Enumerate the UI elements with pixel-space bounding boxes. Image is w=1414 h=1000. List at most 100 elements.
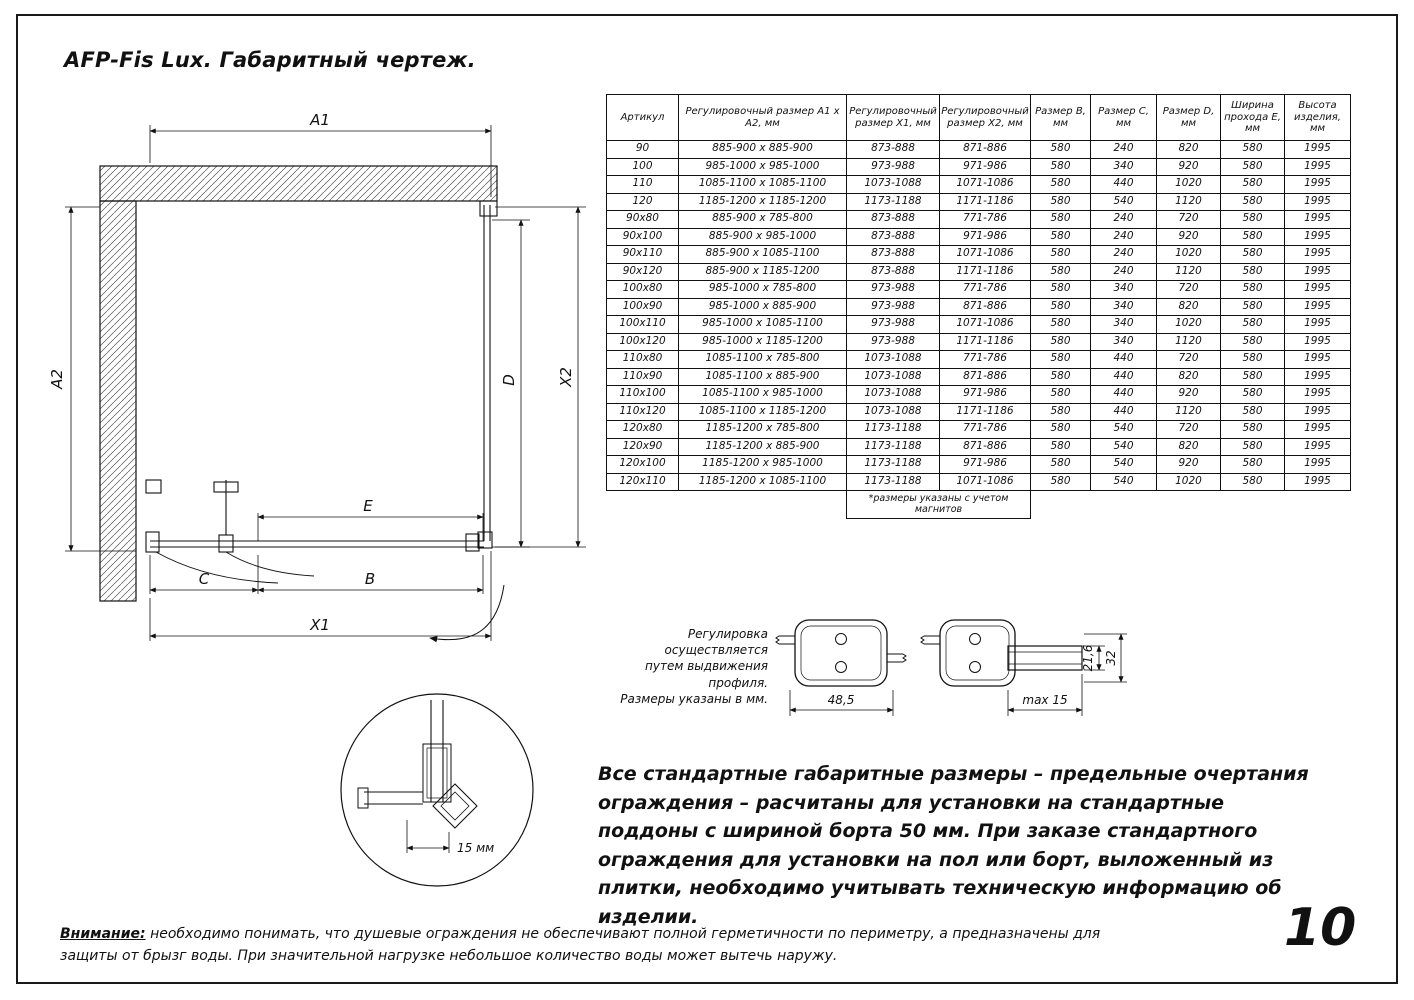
warning-note: Внимание: необходимо понимать, что душев… <box>60 924 1140 967</box>
table-cell: 100x90 <box>606 297 679 316</box>
table-cell: 580 <box>1220 315 1285 334</box>
table-cell: 1071-1086 <box>939 315 1031 334</box>
table-cell: 1073-1088 <box>846 402 940 421</box>
table-cell: 1995 <box>1284 140 1351 159</box>
table-cell: 110 <box>606 175 679 194</box>
table-cell: 580 <box>1030 437 1091 456</box>
table-cell: 440 <box>1090 350 1157 369</box>
table-cell: 985-1000 x 985-1000 <box>678 157 847 176</box>
table-cell: 90x80 <box>606 210 679 229</box>
table-cell: 580 <box>1030 297 1091 316</box>
table-cell: 340 <box>1090 280 1157 299</box>
dim-a2-label: A2 <box>48 369 66 390</box>
profile-section-a <box>775 619 907 687</box>
table-cell: 820 <box>1156 437 1221 456</box>
table-cell: 1073-1088 <box>846 350 940 369</box>
table-cell: 1995 <box>1284 472 1351 491</box>
table-cell: 1995 <box>1284 297 1351 316</box>
table-cell: 973-988 <box>846 315 940 334</box>
table-cell: 580 <box>1030 280 1091 299</box>
table-cell: 820 <box>1156 140 1221 159</box>
profile-width-label: 48,5 <box>828 693 855 707</box>
warning-label: Внимание: <box>60 926 146 942</box>
table-cell: 1995 <box>1284 455 1351 474</box>
table-cell: 1085-1100 x 985-1000 <box>678 385 847 404</box>
profile-depth-label: 21,6 <box>1081 644 1095 671</box>
table-cell: 580 <box>1030 245 1091 264</box>
table-cell: 1020 <box>1156 175 1221 194</box>
table-cell: 973-988 <box>846 332 940 351</box>
table-cell: 873-888 <box>846 245 940 264</box>
table-cell: 771-786 <box>939 350 1031 369</box>
table-cell: 720 <box>1156 350 1221 369</box>
table-cell: 100x120 <box>606 332 679 351</box>
table-cell: 1171-1186 <box>939 332 1031 351</box>
table-cell: 1995 <box>1284 280 1351 299</box>
dim-a2 <box>65 206 136 552</box>
table-cell: 1085-1100 x 885-900 <box>678 367 847 386</box>
table-cell: 580 <box>1030 140 1091 159</box>
adjustment-note-line: путем выдвижения профиля. <box>645 659 768 690</box>
dim-x2-label: X2 <box>557 367 575 388</box>
table-cell: 100x80 <box>606 280 679 299</box>
table-cell: 871-886 <box>939 140 1031 159</box>
page-title: AFP-Fis Lux. Габаритный чертеж. <box>64 48 476 72</box>
dimensions-table: Артикул Регулировочный размер A1 x A2, м… <box>606 94 1351 519</box>
table-cell: 100 <box>606 157 679 176</box>
table-cell: 580 <box>1030 420 1091 439</box>
table-cell: 1173-1188 <box>846 192 940 211</box>
table-cell: 920 <box>1156 227 1221 246</box>
table-cell: 720 <box>1156 210 1221 229</box>
table-cell: 580 <box>1030 402 1091 421</box>
table-cell: 580 <box>1220 437 1285 456</box>
table-cell: 580 <box>1220 262 1285 281</box>
table-cell: 1185-1200 x 1085-1100 <box>678 472 847 491</box>
col-header-article: Артикул <box>606 94 679 141</box>
table-cell: 580 <box>1030 385 1091 404</box>
table-cell: 1120 <box>1156 402 1221 421</box>
table-cell: 440 <box>1090 367 1157 386</box>
adjustment-note: Регулировка осуществляется путем выдвиже… <box>596 626 768 707</box>
table-cell: 1995 <box>1284 402 1351 421</box>
table-cell: 985-1000 x 785-800 <box>678 280 847 299</box>
glass-panel-right <box>477 200 498 549</box>
table-footnote-row: *размеры указаны с учетом магнитов <box>607 490 1351 519</box>
col-header-d: Размер D, мм <box>1156 94 1221 141</box>
table-cell: 973-988 <box>846 297 940 316</box>
table-cell: 440 <box>1090 385 1157 404</box>
detail-dim-label: 15 мм <box>457 841 494 855</box>
table-cell: 920 <box>1156 455 1221 474</box>
table-cell: 985-1000 x 1185-1200 <box>678 332 847 351</box>
table-cell: 100x110 <box>606 315 679 334</box>
dim-x1 <box>149 551 492 641</box>
table-cell: 580 <box>1030 367 1091 386</box>
dim-height-lines <box>1084 633 1127 683</box>
table-cell: 580 <box>1030 332 1091 351</box>
table-cell: 1185-1200 x 785-800 <box>678 420 847 439</box>
table-cell: 580 <box>1220 402 1285 421</box>
table-cell: 540 <box>1090 472 1157 491</box>
table-cell: 580 <box>1220 192 1285 211</box>
table-cell: 240 <box>1090 262 1157 281</box>
table-cell: 110x120 <box>606 402 679 421</box>
table-cell: 1173-1188 <box>846 437 940 456</box>
table-cell: 340 <box>1090 315 1157 334</box>
table-cell: 971-986 <box>939 157 1031 176</box>
table-cell: 580 <box>1220 420 1285 439</box>
table-cell: 580 <box>1220 140 1285 159</box>
table-cell: 90 <box>606 140 679 159</box>
table-cell: 820 <box>1156 367 1221 386</box>
bottom-track-and-profiles <box>145 479 484 553</box>
table-cell: 110x90 <box>606 367 679 386</box>
warning-text: необходимо понимать, что душевые огражде… <box>60 926 1101 964</box>
table-cell: 971-986 <box>939 385 1031 404</box>
table-cell: 540 <box>1090 437 1157 456</box>
dim-a1-label: A1 <box>309 111 330 129</box>
table-cell: 580 <box>1220 332 1285 351</box>
table-cell: 771-786 <box>939 420 1031 439</box>
